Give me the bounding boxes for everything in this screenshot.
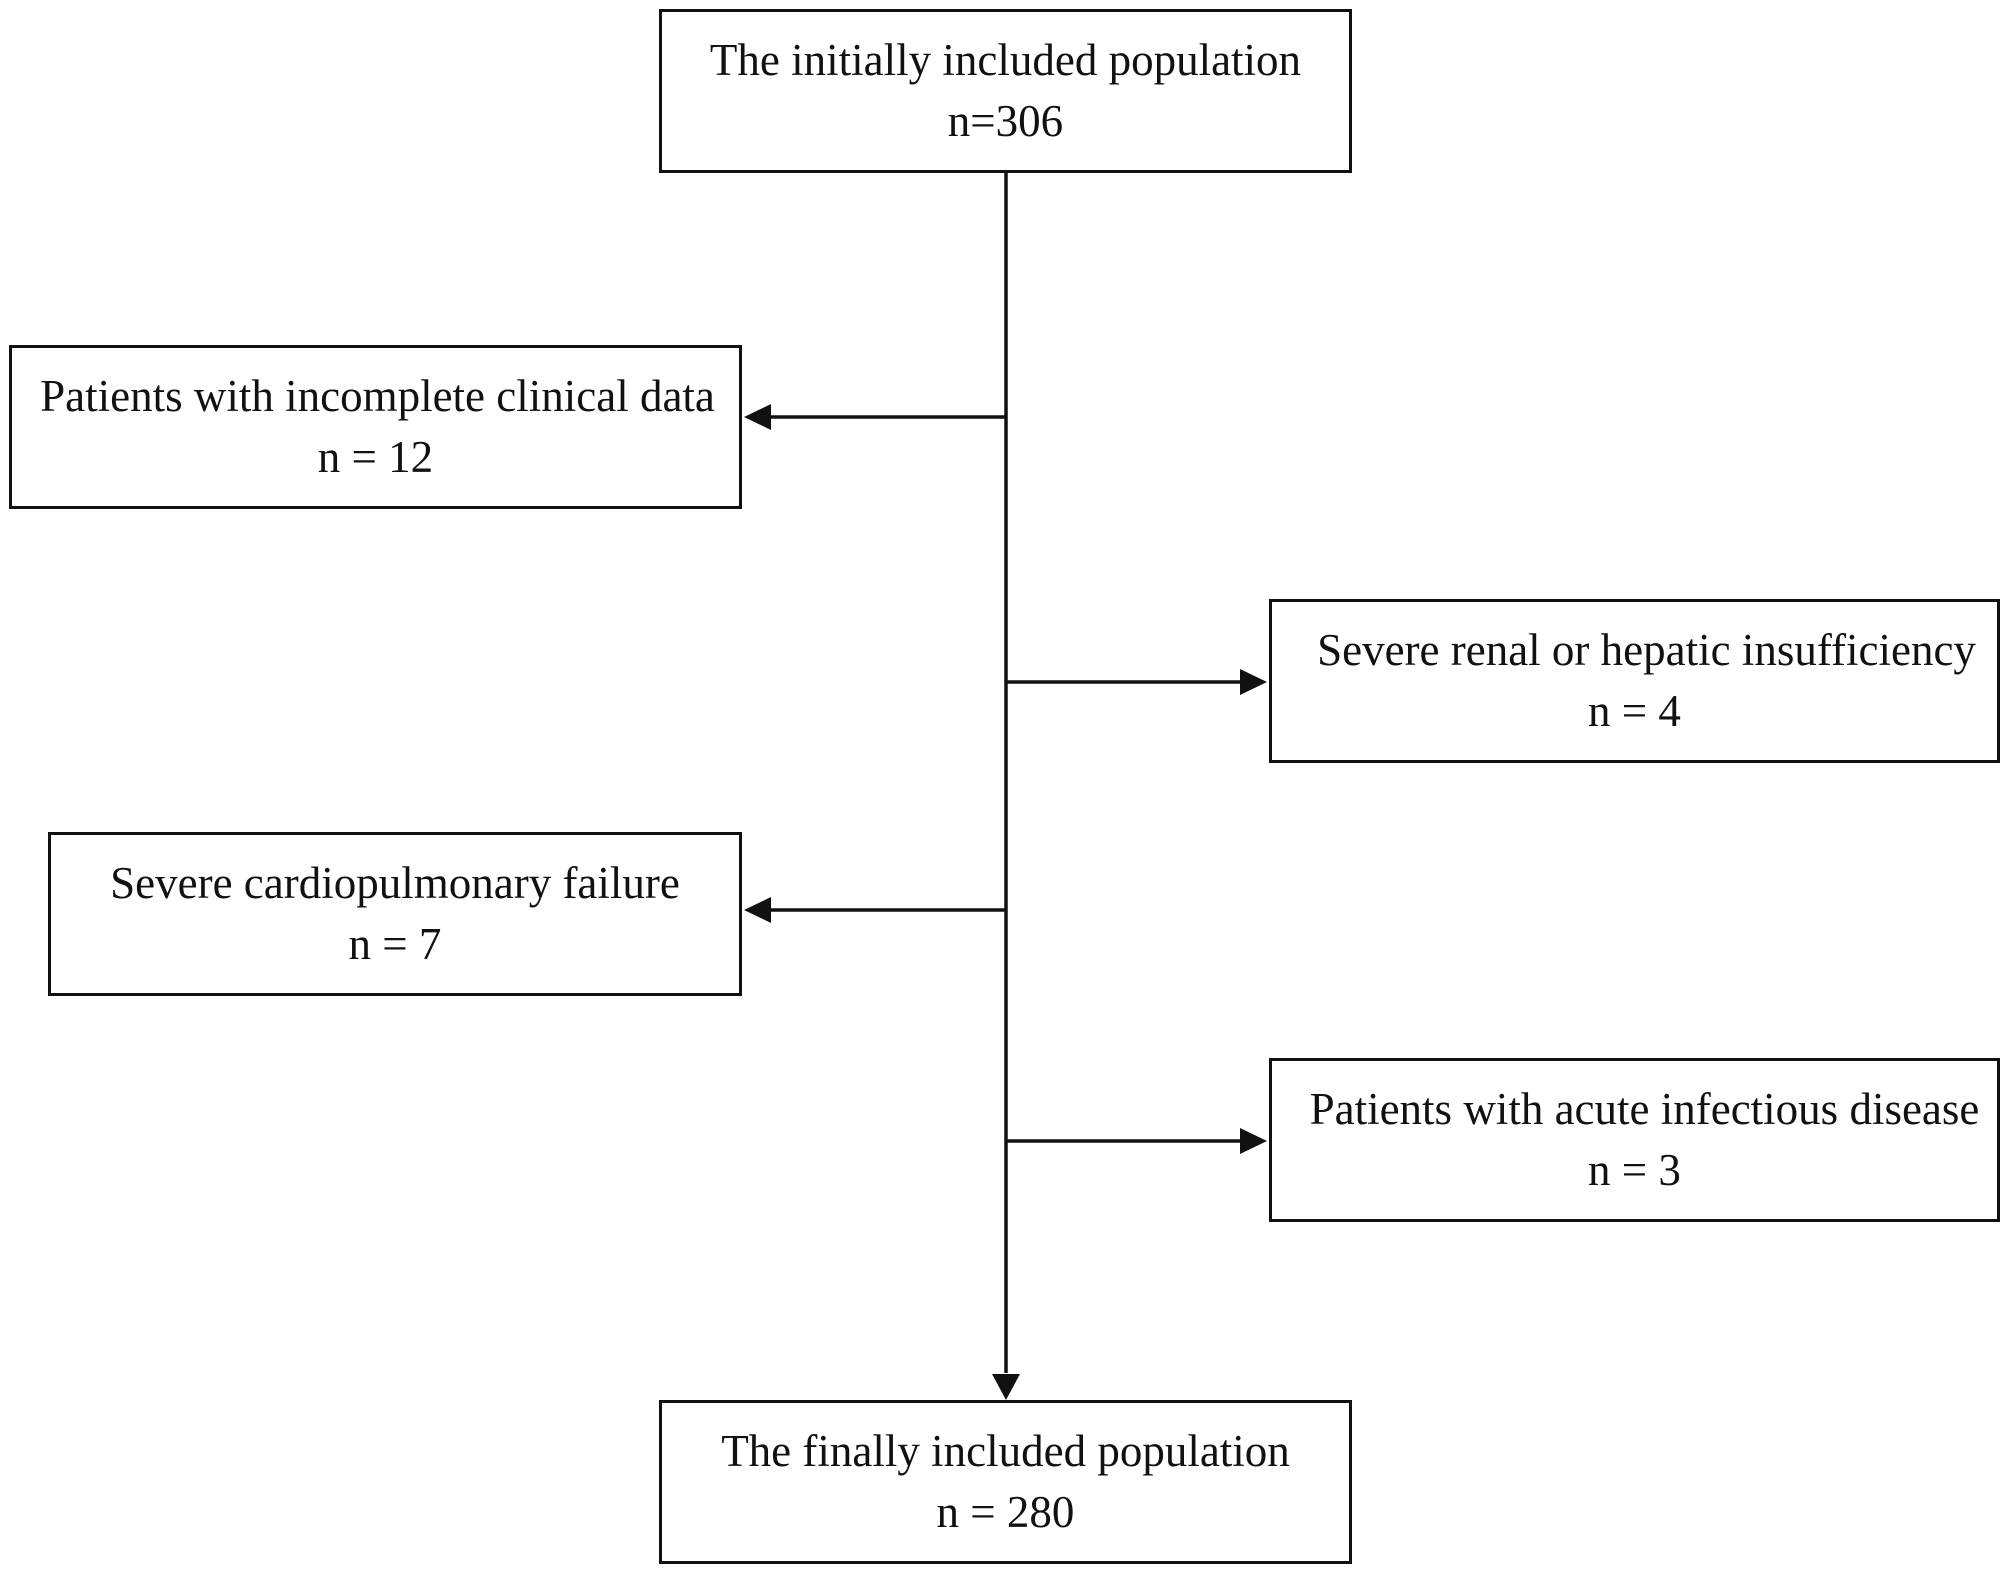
final-population-count: n = 280 [936, 1487, 1075, 1537]
arrow-to-exclusion-4 [1240, 1128, 1267, 1154]
final-population-box: The finally included population n = 280 [659, 1400, 1352, 1564]
final-population-label: The finally included population [721, 1426, 1290, 1476]
arrow-to-exclusion-2 [1240, 669, 1267, 695]
exclusion-cardiopulmonary-label: Severe cardiopulmonary failure [110, 858, 680, 908]
arrow-to-exclusion-3 [744, 897, 771, 923]
exclusion-infectious-disease-box: Patients with acute infectious disease n… [1269, 1058, 2000, 1222]
exclusion-cardiopulmonary-box: Severe cardiopulmonary failure n = 7 [48, 832, 742, 996]
exclusion-infectious-disease-count: n = 3 [1588, 1145, 1681, 1195]
exclusion-renal-hepatic-count: n = 4 [1588, 686, 1681, 736]
initial-population-count: n=306 [947, 96, 1064, 146]
initial-population-label: The initially included population [709, 35, 1302, 85]
exclusion-renal-hepatic-box: Severe renal or hepatic insufficiency n … [1269, 599, 2000, 763]
arrow-to-final [992, 1374, 1020, 1400]
exclusion-incomplete-data-count: n = 12 [317, 432, 434, 482]
initial-population-box: The initially included population n=306 [659, 9, 1352, 173]
exclusion-infectious-disease-label: Patients with acute infectious disease [1309, 1084, 1980, 1134]
exclusion-renal-hepatic-label: Severe renal or hepatic insufficiency [1317, 625, 1976, 675]
arrow-to-exclusion-1 [744, 404, 771, 430]
exclusion-incomplete-data-label: Patients with incomplete clinical data [40, 371, 715, 421]
exclusion-cardiopulmonary-count: n = 7 [348, 919, 442, 969]
exclusion-incomplete-data-box: Patients with incomplete clinical data n… [9, 345, 742, 509]
